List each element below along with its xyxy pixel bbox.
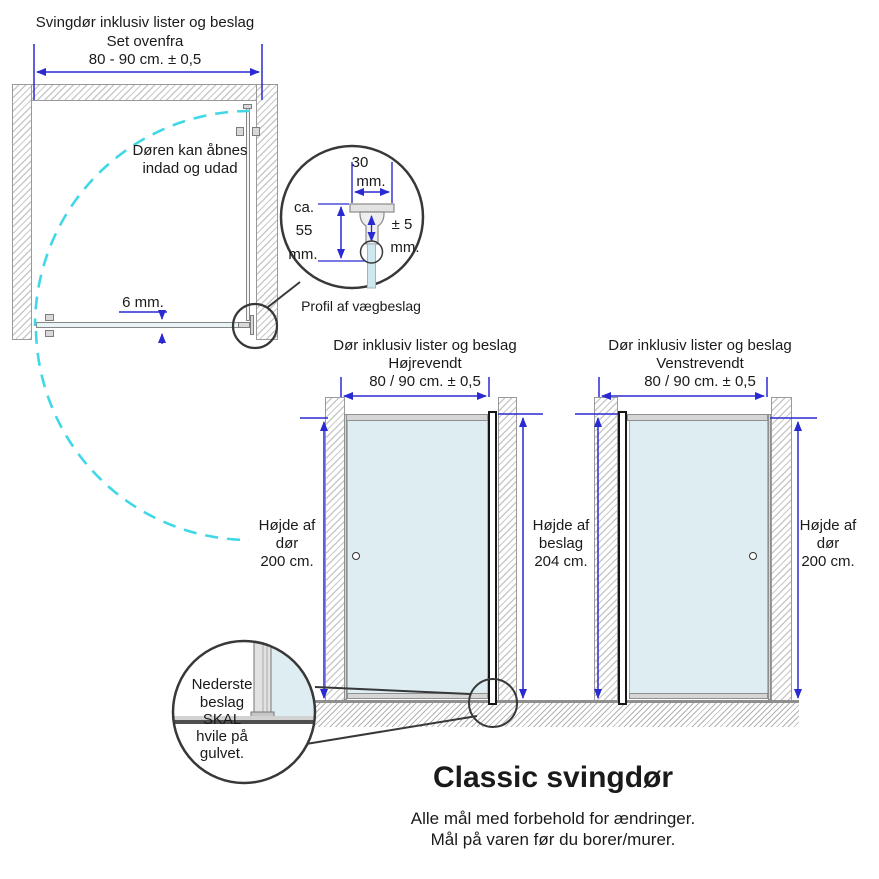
bracket-height-value: 55 bbox=[295, 222, 313, 239]
door-right-width-dimension: 80 / 90 cm. ± 0,5 bbox=[369, 373, 481, 390]
bracket-detail-caption: Profil af vægbeslag bbox=[301, 298, 421, 314]
floor-detail-note-2: beslag bbox=[199, 694, 245, 711]
disclaimer-line2: Mål på varen før du borer/murer. bbox=[430, 830, 676, 849]
floor-detail-note-1: Nederste bbox=[191, 676, 253, 693]
bracket-height-unit: mm. bbox=[288, 246, 318, 263]
door-left-wall-profile bbox=[768, 414, 771, 700]
floor-detail-note-3: SKAL bbox=[202, 711, 242, 728]
plan-open-door-cap bbox=[243, 104, 252, 109]
plan-closed-door bbox=[36, 322, 248, 328]
door-right-knob bbox=[352, 552, 360, 560]
plan-top-wall bbox=[12, 84, 278, 101]
plan-left-wall bbox=[12, 84, 32, 340]
door-right-title: Dør inklusiv lister og beslag bbox=[333, 337, 517, 354]
plan-title: Svingdør inklusiv lister og beslag bbox=[35, 14, 255, 31]
door-left-width-dimension: 80 / 90 cm. ± 0,5 bbox=[644, 373, 756, 390]
door-left-height-label-2: dør bbox=[816, 535, 840, 552]
floor-detail-note-4: hvile på bbox=[196, 728, 248, 745]
plan-subtitle: Set ovenfra bbox=[106, 33, 184, 50]
door-left-title: Dør inklusiv lister og beslag bbox=[608, 337, 792, 354]
bracket-tolerance-value: ± 5 bbox=[391, 216, 413, 233]
floor-hatch bbox=[315, 703, 799, 727]
door-right-height-label-1: Højde af bbox=[258, 517, 316, 534]
door-right-top-liste bbox=[345, 414, 488, 421]
door-right-hinge-rail bbox=[488, 411, 497, 705]
door-right-height-label-2: dør bbox=[275, 535, 299, 552]
door-right-orientation: Højrevendt bbox=[388, 355, 462, 372]
product-title: Classic svingdør bbox=[432, 761, 674, 794]
door-right-wall-right bbox=[498, 397, 517, 702]
plan-width-dimension: 80 - 90 cm. ± 0,5 bbox=[88, 51, 202, 68]
bracket-height-label-2: beslag bbox=[538, 535, 584, 552]
door-right-height-label-3: 200 cm. bbox=[260, 553, 314, 570]
door-left-height-label-3: 200 cm. bbox=[801, 553, 855, 570]
bracket-height-label-1: Højde af bbox=[532, 517, 590, 534]
door-left-height-label-1: Højde af bbox=[799, 517, 857, 534]
bracket-tolerance-unit: mm. bbox=[390, 239, 420, 256]
disclaimer-line1: Alle mål med forbehold for ændringer. bbox=[410, 809, 696, 828]
door-left-hinge-rail bbox=[618, 411, 627, 705]
bracket-width-unit: mm. bbox=[356, 173, 386, 190]
plan-open-door-handle-right bbox=[252, 127, 260, 136]
bracket-height-label-3: 204 cm. bbox=[534, 553, 588, 570]
door-right-glass-panel bbox=[347, 420, 488, 697]
bracket-width-value: 30 bbox=[351, 154, 369, 171]
door-right-bottom-liste bbox=[347, 693, 488, 699]
plan-wall-bracket-stem bbox=[238, 322, 250, 328]
door-left-top-liste bbox=[627, 414, 768, 421]
door-right-wall-profile bbox=[344, 414, 347, 700]
plan-open-door bbox=[246, 107, 250, 321]
bracket-approx-label: ca. bbox=[293, 199, 314, 216]
plan-closed-door-handle-top bbox=[45, 314, 54, 321]
plan-closed-door-handle-bottom bbox=[45, 330, 54, 337]
plan-swing-note-line2: indad og udad bbox=[142, 160, 238, 177]
plan-glass-thickness-label: 6 mm. bbox=[122, 294, 164, 311]
door-left-glass-panel bbox=[629, 420, 768, 697]
floor-detail-note-5: gulvet. bbox=[199, 745, 245, 762]
door-left-wall-right bbox=[771, 397, 792, 702]
door-left-orientation: Venstrevendt bbox=[656, 355, 744, 372]
door-left-bottom-liste bbox=[629, 693, 768, 699]
plan-swing-note-line1: Døren kan åbnes bbox=[132, 142, 248, 159]
plan-open-door-handle-left bbox=[236, 127, 244, 136]
door-left-knob bbox=[749, 552, 757, 560]
floor-line bbox=[315, 700, 799, 703]
plan-wall-bracket-plate bbox=[250, 315, 254, 335]
swing-arc-outward bbox=[34, 330, 250, 542]
door-right-wall-left bbox=[325, 397, 345, 702]
